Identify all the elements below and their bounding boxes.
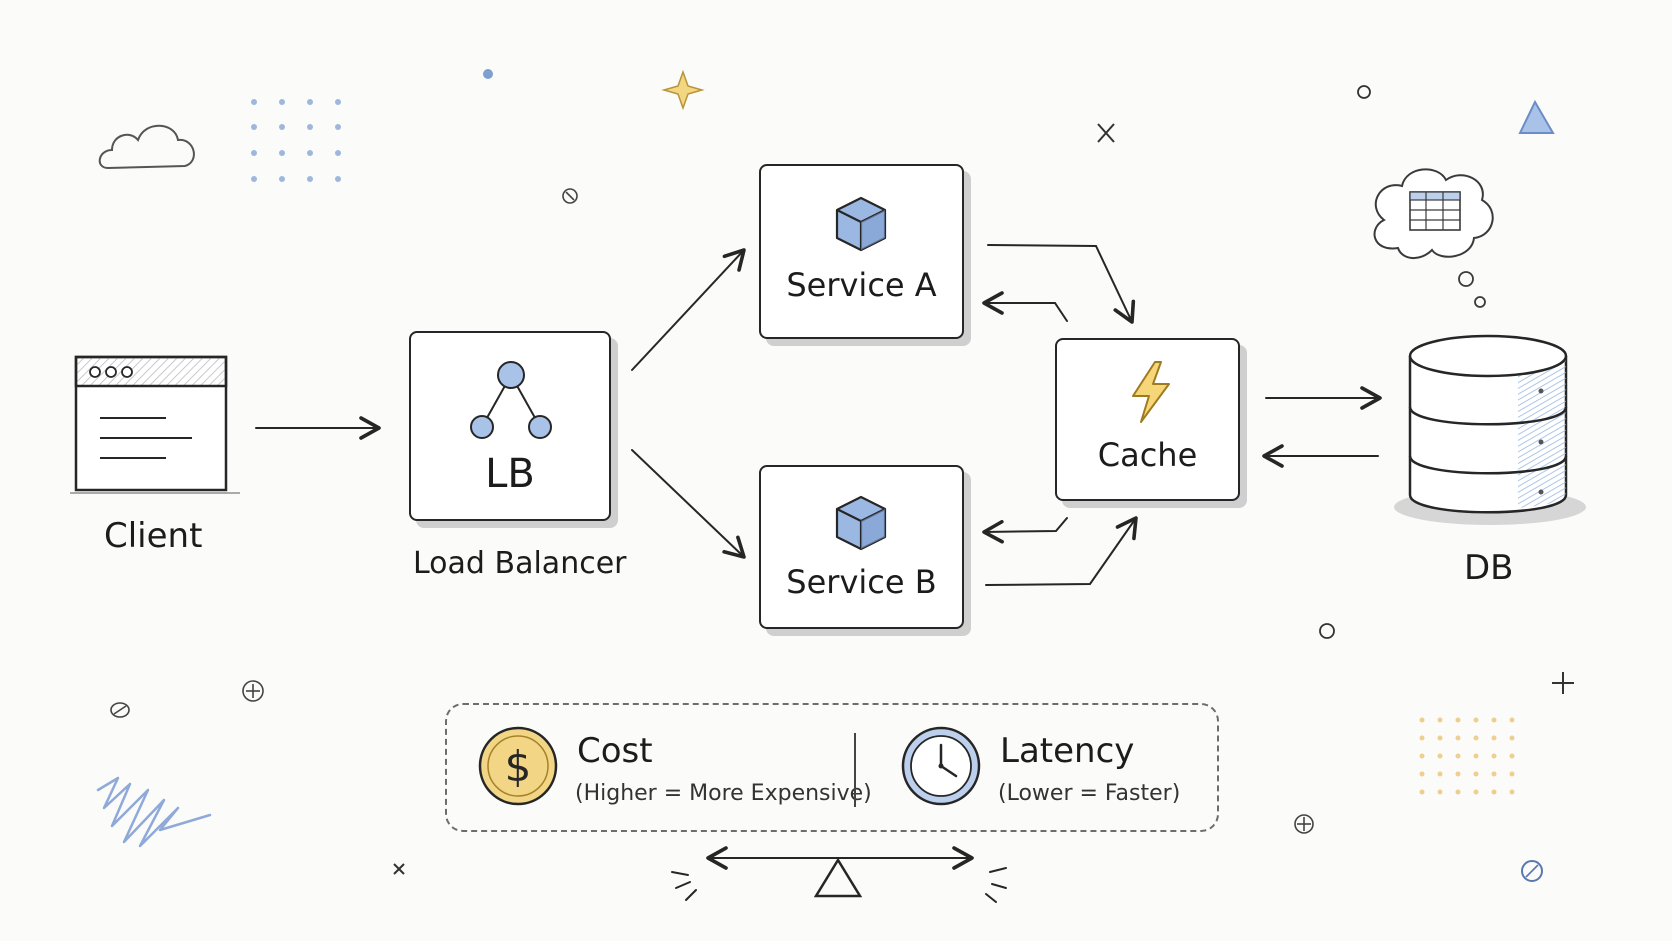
browser-window-icon xyxy=(70,355,240,494)
blue-circle-decoration xyxy=(1521,860,1543,882)
cache-node: Cache xyxy=(1055,338,1240,501)
tradeoff-legend: $ Cost (Higher = More Expensive) Latency… xyxy=(445,703,1219,832)
circle-decoration xyxy=(1319,623,1335,639)
lightning-bolt-icon xyxy=(1132,361,1170,423)
triangle-decoration-icon xyxy=(1518,99,1555,134)
cloud-decoration-icon xyxy=(98,124,195,170)
db-thought-cloud-icon xyxy=(1373,168,1494,308)
circle-decoration xyxy=(1357,85,1371,99)
svg-text:$: $ xyxy=(505,742,532,791)
db-label: DB xyxy=(1464,548,1514,588)
scribble-decoration xyxy=(96,776,212,848)
service-b-label: Service B xyxy=(786,563,937,601)
cost-title: Cost xyxy=(577,731,653,771)
service-b-node: Service B xyxy=(759,465,964,629)
blue-dot-decoration xyxy=(483,69,493,79)
edge-lb-service-a xyxy=(631,248,746,371)
legend-divider xyxy=(854,733,856,807)
sparkle-icon xyxy=(661,69,705,111)
latency-note: (Lower = Faster) xyxy=(998,781,1181,806)
load-balancer-node: LB xyxy=(409,331,611,521)
seesaw-icon xyxy=(671,846,1007,903)
orange-dot-grid-decoration xyxy=(1419,717,1515,795)
edge-service-b-cache xyxy=(985,516,1138,586)
database-cylinder-icon xyxy=(1394,334,1586,525)
clock-icon xyxy=(901,726,981,806)
load-balancer-caption: Load Balancer xyxy=(413,546,627,581)
edge-cache-service-a xyxy=(982,291,1068,322)
dot-grid-decoration xyxy=(251,99,341,182)
service-a-node: Service A xyxy=(759,164,964,339)
edge-lb-service-b xyxy=(631,449,746,559)
cost-note: (Higher = More Expensive) xyxy=(575,781,872,806)
lb-inner-label: LB xyxy=(485,451,535,497)
network-tree-icon xyxy=(470,361,552,439)
cube-icon xyxy=(835,495,887,551)
client-label: Client xyxy=(104,516,203,556)
connectors xyxy=(255,244,1382,586)
service-a-label: Service A xyxy=(786,266,937,304)
latency-title: Latency xyxy=(1000,731,1135,771)
edge-service-a-cache xyxy=(987,244,1136,324)
cube-icon xyxy=(835,196,887,252)
dollar-coin-icon: $ xyxy=(478,726,558,806)
cross-decoration xyxy=(393,123,1574,875)
edge-cache-service-b xyxy=(982,517,1068,544)
crosshair-decoration xyxy=(110,188,1314,834)
cache-label: Cache xyxy=(1097,436,1198,474)
